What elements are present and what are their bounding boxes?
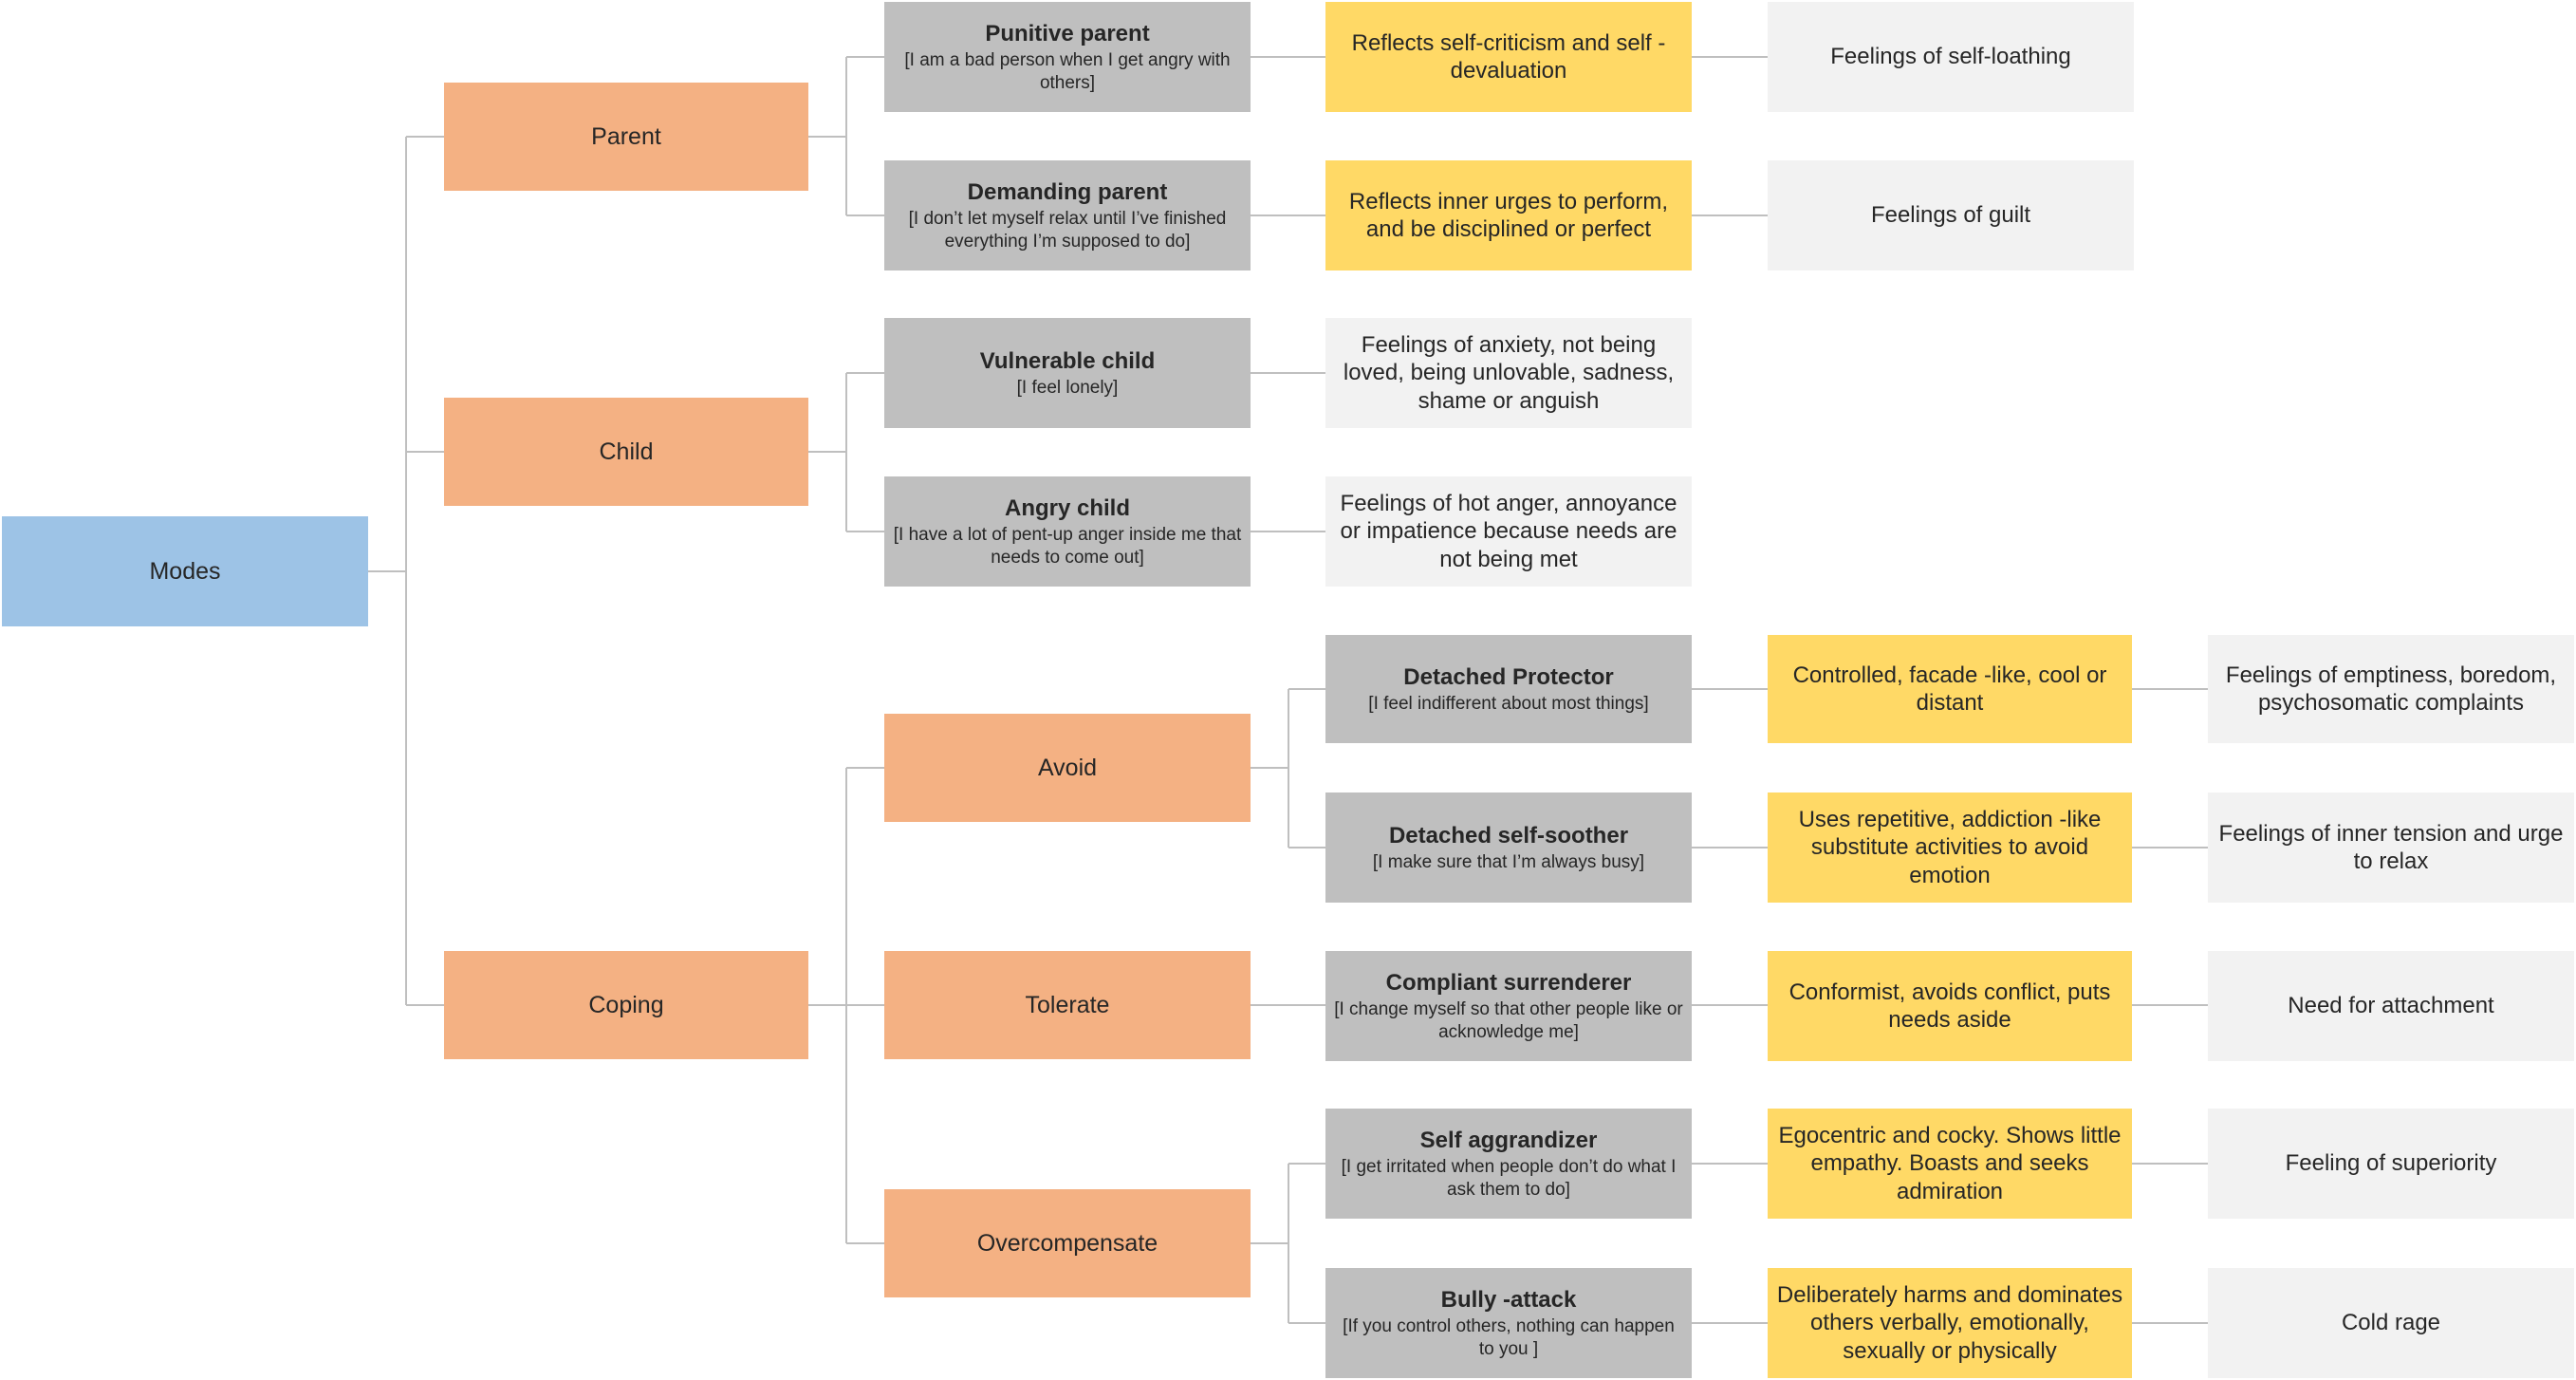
mode-title: Compliant surrenderer (1385, 970, 1632, 997)
mode-title: Detached self-soother (1388, 822, 1629, 849)
feeling-text: Feelings of anxiety, not being loved, be… (1343, 332, 1675, 414)
category-parent: Parent (444, 83, 808, 191)
description-bully-attack: Deliberately harms and dominates others … (1768, 1268, 2132, 1378)
category-coping-label: Coping (588, 991, 664, 1018)
feeling-text: Feelings of inner tension and urge to re… (2218, 820, 2564, 874)
description-demanding-parent: Reflects inner urges to perform, and be … (1325, 160, 1692, 270)
feeling-text: Feelings of self-loathing (1830, 44, 2071, 70)
feeling-punitive-parent: Feelings of self-loathing (1768, 2, 2134, 112)
mode-title: Self aggrandizer (1419, 1128, 1598, 1154)
feeling-text: Feelings of guilt (1870, 202, 2031, 229)
mode-self-aggrandizer: Self aggrandizer [I get irritated when p… (1325, 1109, 1692, 1219)
mode-detached-protector: Detached Protector [I feel indifferent a… (1325, 635, 1692, 743)
feeling-demanding-parent: Feelings of guilt (1768, 160, 2134, 270)
mode-quote: [If you control others, nothing can happ… (1343, 1316, 1675, 1359)
description-self-aggrandizer: Egocentric and cocky. Shows little empat… (1768, 1109, 2132, 1219)
mode-punitive-parent: Punitive parent [I am a bad person when … (884, 2, 1251, 112)
mode-title: Bully -attack (1440, 1287, 1577, 1314)
category-overcompensate: Overcompensate (884, 1189, 1251, 1297)
feeling-vulnerable-child: Feelings of anxiety, not being loved, be… (1325, 318, 1692, 428)
mode-demanding-parent: Demanding parent [I don’t let myself rel… (884, 160, 1251, 270)
mode-quote: [I have a lot of pent-up anger inside me… (893, 525, 1242, 568)
feeling-bully-attack: Cold rage (2208, 1268, 2574, 1378)
description-compliant-surrenderer: Conformist, avoids conflict, puts needs … (1768, 951, 2132, 1061)
description-text: Controlled, facade -like, cool or distan… (1792, 662, 2107, 716)
category-avoid-label: Avoid (1037, 754, 1098, 781)
description-text: Egocentric and cocky. Shows little empat… (1778, 1123, 2122, 1204)
category-parent-label: Parent (591, 122, 661, 150)
mode-quote: [I feel lonely] (1016, 378, 1119, 399)
description-text: Deliberately harms and dominates others … (1776, 1282, 2123, 1364)
mode-compliant-surrenderer: Compliant surrenderer [I change myself s… (1325, 951, 1692, 1061)
feeling-self-aggrandizer: Feeling of superiority (2208, 1109, 2574, 1219)
description-text: Uses repetitive, addiction -like substit… (1798, 807, 2102, 888)
mode-angry-child: Angry child [I have a lot of pent-up ang… (884, 476, 1251, 587)
description-text: Conformist, avoids conflict, puts needs … (1788, 979, 2111, 1033)
mode-quote: [I feel indifferent about most things] (1368, 694, 1649, 715)
feeling-text: Cold rage (2341, 1310, 2441, 1336)
mode-quote: [I get irritated when people don’t do wh… (1341, 1157, 1677, 1200)
mode-quote: [I make sure that I’m always busy] (1372, 852, 1645, 873)
feeling-text: Feelings of emptiness, boredom, psychoso… (2225, 662, 2557, 716)
description-text: Reflects inner urges to perform, and be … (1348, 188, 1669, 242)
category-overcompensate-label: Overcompensate (976, 1229, 1158, 1257)
feeling-detached-self-soother: Feelings of inner tension and urge to re… (2208, 793, 2574, 903)
root-node-modes: Modes (2, 516, 368, 626)
description-text: Reflects self-criticism and self -devalu… (1351, 29, 1666, 84)
description-punitive-parent: Reflects self-criticism and self -devalu… (1325, 2, 1692, 112)
feeling-angry-child: Feelings of hot anger, annoyance or impa… (1325, 476, 1692, 587)
category-tolerate-label: Tolerate (1025, 991, 1110, 1018)
mode-quote: [I change myself so that other people li… (1334, 999, 1683, 1042)
mode-title: Detached Protector (1403, 663, 1614, 690)
description-detached-protector: Controlled, facade -like, cool or distan… (1768, 635, 2132, 743)
feeling-text: Feeling of superiority (2285, 1150, 2497, 1177)
mode-title: Angry child (1004, 495, 1130, 522)
feeling-detached-protector: Feelings of emptiness, boredom, psychoso… (2208, 635, 2574, 743)
mode-quote: [I am a bad person when I get angry with… (904, 50, 1231, 93)
mode-title: Demanding parent (967, 179, 1168, 206)
feeling-text: Feelings of hot anger, annoyance or impa… (1340, 491, 1677, 572)
category-tolerate: Tolerate (884, 951, 1251, 1059)
mode-vulnerable-child: Vulnerable child [I feel lonely] (884, 318, 1251, 428)
category-coping: Coping (444, 951, 808, 1059)
mode-title: Vulnerable child (979, 347, 1156, 374)
description-detached-self-soother: Uses repetitive, addiction -like substit… (1768, 793, 2132, 903)
mode-bully-attack: Bully -attack [If you control others, no… (1325, 1268, 1692, 1378)
category-avoid: Avoid (884, 714, 1251, 822)
category-child-label: Child (599, 438, 654, 465)
mode-quote: [I don’t let myself relax until I’ve fin… (908, 209, 1227, 252)
category-child: Child (444, 398, 808, 506)
feeling-compliant-surrenderer: Need for attachment (2208, 951, 2574, 1061)
feeling-text: Need for attachment (2288, 993, 2494, 1019)
root-label: Modes (149, 557, 221, 585)
mode-title: Punitive parent (985, 21, 1150, 47)
mode-detached-self-soother: Detached self-soother [I make sure that … (1325, 793, 1692, 903)
